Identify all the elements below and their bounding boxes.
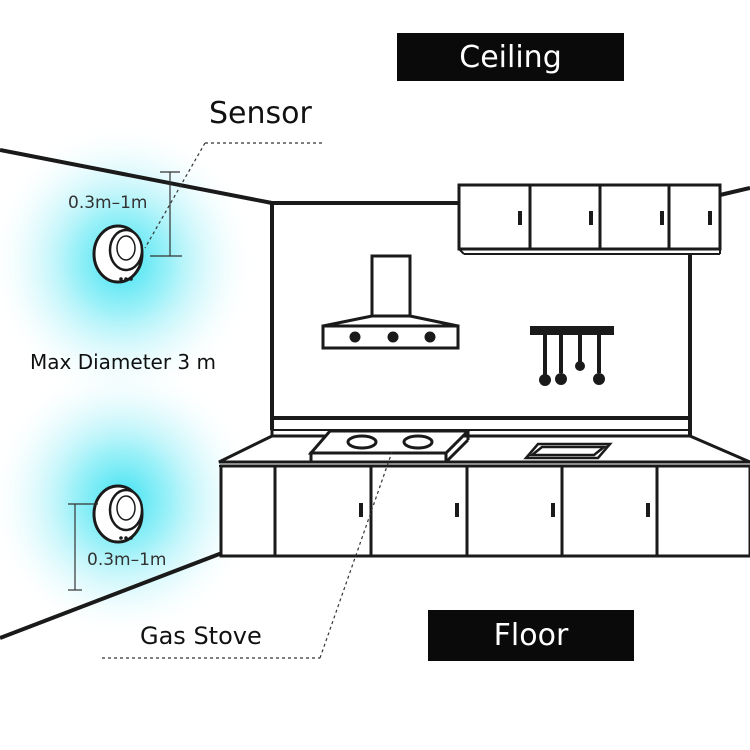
range-hood (321, 254, 460, 350)
max-diameter-label: Max Diameter 3 m (30, 350, 216, 374)
countertop (218, 418, 750, 467)
floor-label: Floor (428, 610, 634, 661)
gas-sensor-icon (92, 224, 144, 284)
gas-stove-label: Gas Stove (140, 622, 262, 650)
lower-range-label: 0.3m–1m (87, 550, 167, 570)
upper-range-label: 0.3m–1m (68, 193, 148, 213)
upper-cabinet-handles (518, 211, 712, 225)
ceiling-label: Ceiling (397, 33, 624, 81)
base-cabinets (219, 464, 750, 558)
sink (523, 442, 613, 460)
lower-dimension-lines (68, 503, 98, 591)
base-cabinet-handles (359, 503, 650, 517)
sensor-label: Sensor (209, 96, 312, 131)
upper-dimension-lines (150, 171, 182, 257)
utensil-rack (530, 326, 614, 386)
gas-sensor-icon (92, 484, 144, 544)
leader-lines (102, 142, 393, 659)
room-walls (0, 148, 750, 640)
gas-stove (307, 429, 472, 464)
